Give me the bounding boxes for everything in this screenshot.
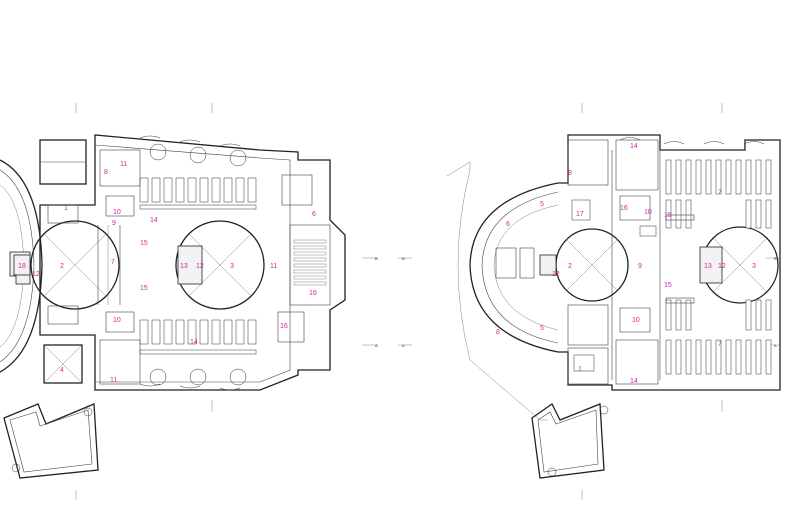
left-floor-plan: 1 2 3 4 6 7 8 9 10 10 11 11 11 12 12 13 …	[0, 103, 346, 500]
room-label: 12	[718, 263, 726, 270]
room-label: 15	[140, 240, 148, 247]
room-label: 16	[309, 290, 317, 297]
section-label: B	[375, 256, 378, 261]
room-label: 2	[568, 263, 572, 270]
right-bottom-stacks	[665, 299, 772, 375]
room-label: 1	[578, 366, 582, 373]
room-label: 10	[113, 317, 121, 324]
room-label: 15	[664, 212, 672, 219]
room-label: 7	[718, 341, 722, 348]
room-label: 13	[180, 263, 188, 270]
room-label: 16	[620, 205, 628, 212]
left-auditorium-seating	[277, 174, 331, 343]
room-label: 4	[60, 367, 64, 374]
room-label: 13	[704, 263, 712, 270]
axis-tick-icon	[75, 103, 213, 500]
section-label: B	[774, 256, 777, 261]
left-bottom-reading-tables	[139, 319, 257, 386]
section-label: A	[375, 343, 378, 348]
room-label: 9	[112, 220, 116, 227]
room-label: 5	[540, 325, 544, 332]
room-label: 17	[576, 211, 584, 218]
left-top-reading-tables	[139, 143, 257, 210]
axis-tick-icon	[581, 103, 723, 500]
section-label: A	[774, 343, 777, 348]
room-label: 18	[18, 263, 26, 270]
room-label: 3	[752, 263, 756, 270]
room-label: 6	[506, 221, 510, 228]
room-label: 6	[312, 211, 316, 218]
room-label: 11	[110, 377, 117, 384]
room-label: 2	[60, 263, 64, 270]
room-label: 1	[64, 205, 68, 212]
room-label: 8	[496, 329, 500, 336]
room-label: 14	[630, 143, 638, 150]
room-label: 14	[630, 378, 638, 385]
room-label: 10	[632, 317, 640, 324]
room-label: 8	[104, 169, 108, 176]
room-label: 14	[150, 217, 158, 224]
room-label: 7	[111, 259, 115, 266]
room-label: 10	[644, 209, 652, 216]
room-label: 12	[196, 263, 204, 270]
section-label: A	[402, 343, 405, 348]
room-label: 12	[32, 271, 40, 278]
room-label: 12	[552, 271, 560, 278]
right-floor-plan: 1 2 3 5 5 6 7 7 8 8 9 10 10 12 12 13 14 …	[446, 103, 781, 500]
room-label: 5	[540, 201, 544, 208]
right-top-stacks	[665, 159, 772, 229]
room-label: 14	[190, 339, 198, 346]
room-label: 11	[120, 161, 127, 168]
room-label: 11	[270, 263, 277, 270]
section-label: B	[402, 256, 405, 261]
room-label: 10	[113, 209, 121, 216]
room-label: 15	[664, 282, 672, 289]
room-label: 9	[638, 263, 642, 270]
room-label: 16	[280, 323, 288, 330]
room-label: 7	[718, 189, 722, 196]
room-label: 3	[230, 263, 234, 270]
room-label: 15	[140, 285, 148, 292]
top-scallops	[139, 135, 241, 391]
room-label: 8	[568, 170, 572, 177]
